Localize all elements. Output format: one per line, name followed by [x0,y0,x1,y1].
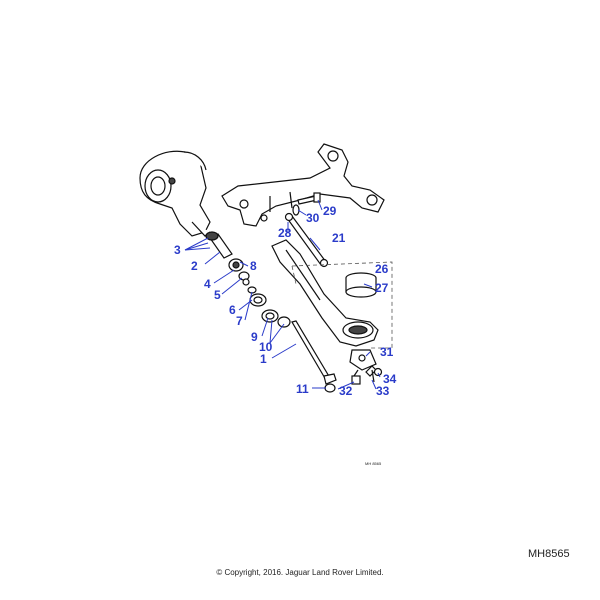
callout-27: 27 [375,281,389,295]
callout-31: 31 [380,345,394,359]
bearing-4 [228,258,244,272]
callout-6: 6 [229,303,236,317]
diagram-reference-code: MH8565 [528,548,570,560]
callout-7: 7 [236,314,243,328]
spring-seat [345,272,377,298]
spring-seat-group-outline [291,261,393,349]
callout-4: 4 [204,277,211,291]
callout-5: 5 [214,288,221,302]
callout-1: 1 [260,352,267,366]
callouts: 3 2 8 4 5 6 7 9 10 1 11 32 33 34 31 26 2… [174,204,397,398]
washer-10 [277,316,291,328]
callout-9: 9 [251,330,258,344]
nut-34 [373,367,383,377]
bolt-29 [297,192,321,205]
callout-11: 11 [296,382,309,396]
callout-29: 29 [323,204,337,218]
hub-carrier [139,150,211,237]
callout-10: 10 [259,340,273,354]
callout-28: 28 [278,226,292,240]
lower-wishbone [271,239,379,347]
callout-33: 33 [376,384,390,398]
nut-11 [324,383,336,393]
bearing-6 [249,293,267,307]
callout-3: 3 [174,243,181,257]
callout-32: 32 [339,384,353,398]
bolt-32 [351,369,361,385]
callout-30: 30 [306,211,320,225]
callout-8: 8 [250,259,257,273]
seal-3 [205,231,219,241]
seal-9 [261,309,279,323]
callout-34: 34 [383,372,397,386]
fulcrum-shaft-1 [291,320,337,385]
bracket-31 [349,349,377,371]
spacer-8 [242,278,250,286]
callout-2: 2 [191,259,198,273]
callout-26: 26 [375,262,389,276]
crossmember [221,143,385,227]
damper-21 [284,212,329,268]
washer-30 [292,204,300,216]
copyright-notice: © Copyright, 2016. Jaguar Land Rover Lim… [216,568,384,577]
inline-diagram-code: MH 8565 [365,461,382,466]
leader-lines [184,199,381,390]
callout-21: 21 [332,231,346,245]
